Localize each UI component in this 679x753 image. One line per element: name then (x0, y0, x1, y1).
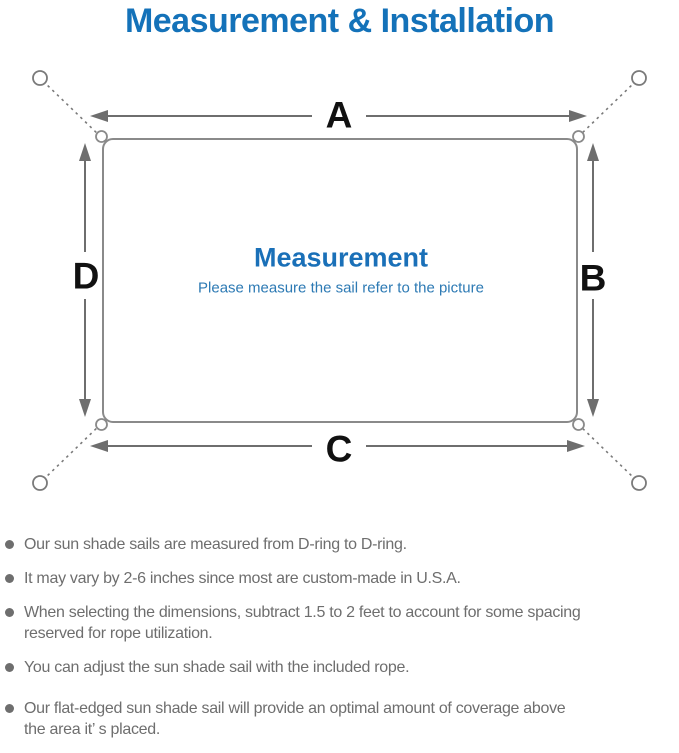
arrowhead-b-bottom (587, 399, 599, 417)
anchor-ring-icon-top-right (631, 70, 647, 86)
tether-line-top-left (42, 80, 102, 138)
arrowhead-d-top (79, 143, 91, 161)
bullet-icon (5, 663, 14, 672)
note-text: Our sun shade sails are measured from D-… (24, 536, 407, 553)
d-ring-icon-top-right (572, 130, 585, 143)
note-text: When selecting the dimensions, subtract … (24, 604, 581, 642)
diagram-subtitle: Please measure the sail refer to the pic… (198, 279, 484, 297)
note-text: Our flat-edged sun shade sail will provi… (24, 700, 566, 738)
dimension-label-d: D (72, 255, 100, 297)
dimension-label-b: B (579, 257, 607, 299)
list-item: When selecting the dimensions, subtract … (0, 602, 679, 644)
arrowhead-d-bottom (79, 399, 91, 417)
arrowhead-c-left (90, 440, 108, 452)
dimension-label-c: C (325, 428, 353, 470)
d-ring-icon-top-left (95, 130, 108, 143)
bullet-icon (5, 704, 14, 713)
anchor-ring-icon-top-left (32, 70, 48, 86)
anchor-ring-icon-bottom-right (631, 475, 647, 491)
arrowhead-a-left (90, 110, 108, 122)
tether-line-bottom-right (577, 423, 637, 481)
tether-line-top-right (577, 80, 637, 138)
list-item: Our flat-edged sun shade sail will provi… (0, 698, 679, 740)
arrowhead-c-right (567, 440, 585, 452)
arrowhead-a-right (569, 110, 587, 122)
anchor-ring-icon-bottom-left (32, 475, 48, 491)
diagram-heading: Measurement (253, 242, 429, 273)
bullet-icon (5, 608, 14, 617)
list-item: Our sun shade sails are measured from D-… (0, 534, 679, 555)
arrowhead-b-top (587, 143, 599, 161)
tether-line-bottom-left (42, 423, 102, 481)
notes-list: Our sun shade sails are measured from D-… (0, 534, 679, 753)
list-item: It may vary by 2-6 inches since most are… (0, 568, 679, 589)
d-ring-icon-bottom-right (572, 418, 585, 431)
page-title: Measurement & Installation (124, 2, 555, 40)
d-ring-icon-bottom-left (95, 418, 108, 431)
list-item: You can adjust the sun shade sail with t… (0, 657, 679, 678)
dimension-label-a: A (325, 94, 353, 136)
note-text: You can adjust the sun shade sail with t… (24, 659, 410, 676)
bullet-icon (5, 574, 14, 583)
note-text: It may vary by 2-6 inches since most are… (24, 570, 461, 587)
bullet-icon (5, 540, 14, 549)
sail-outline (102, 138, 578, 423)
